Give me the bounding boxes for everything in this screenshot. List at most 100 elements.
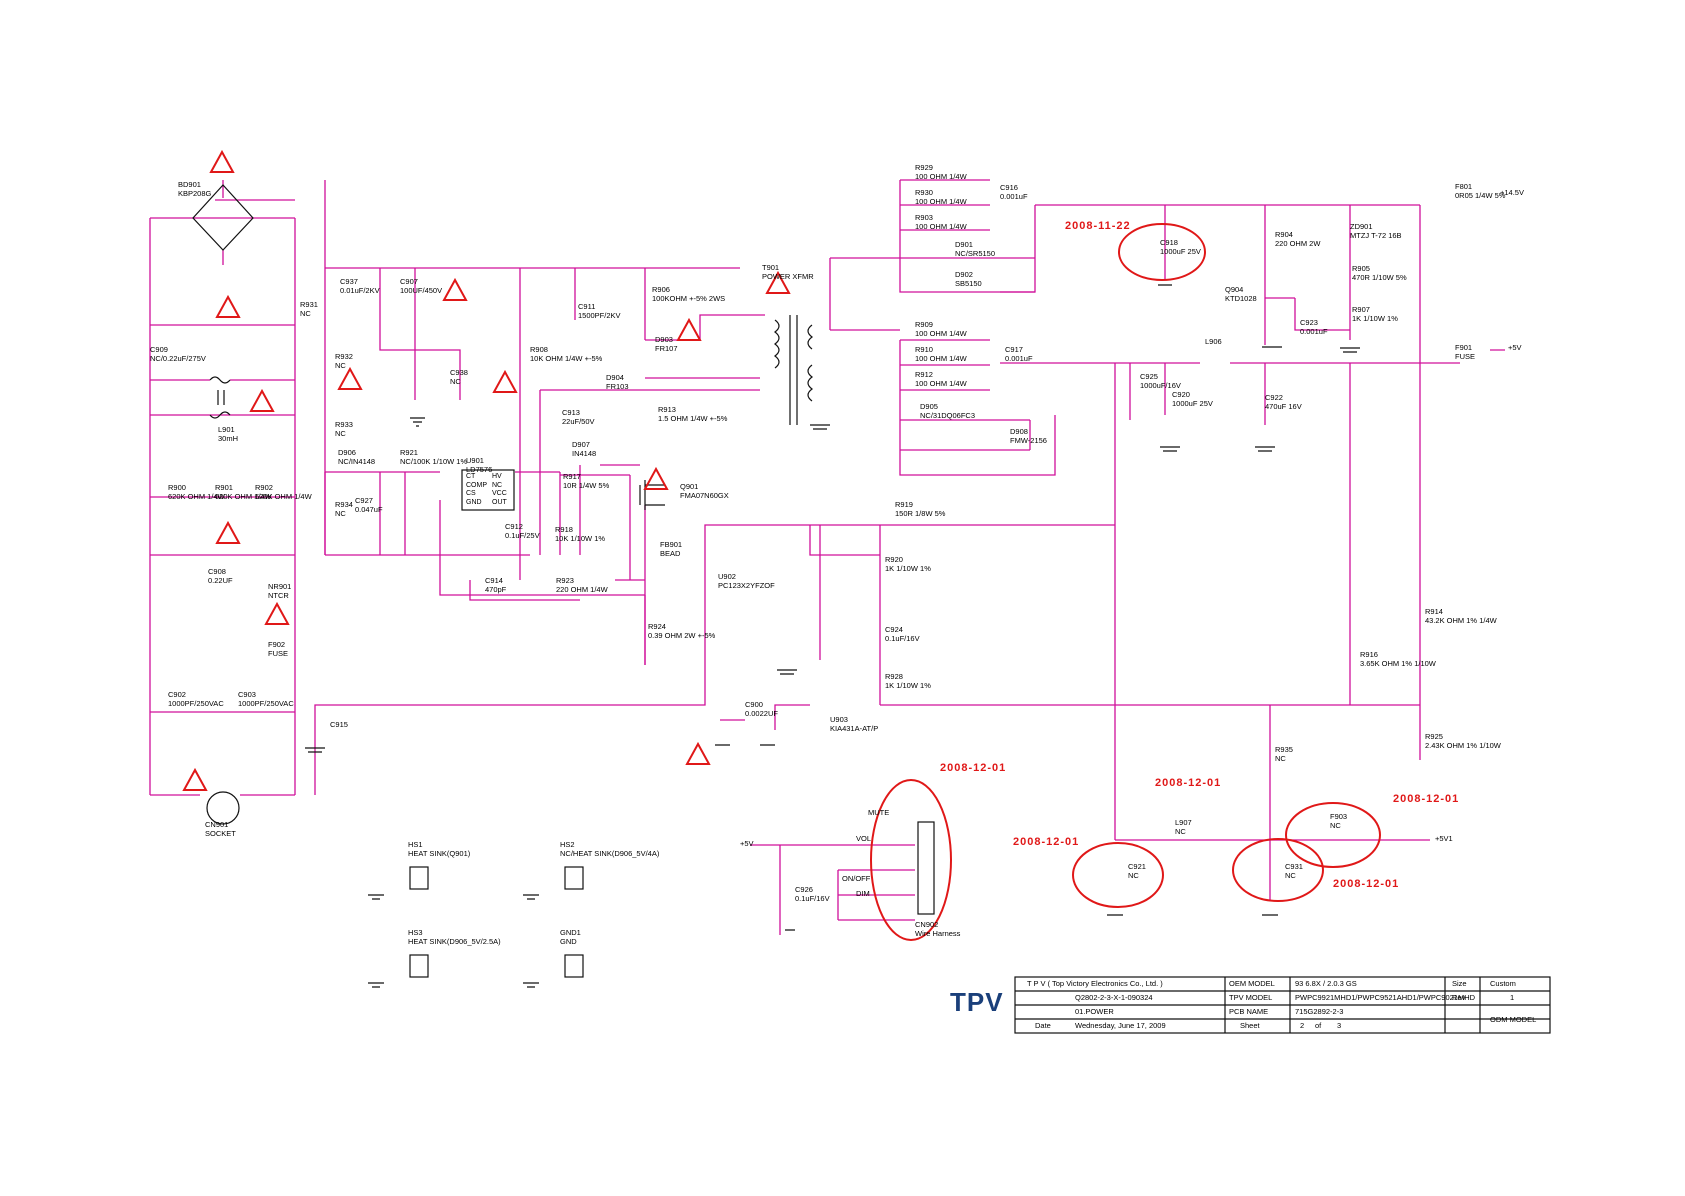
component-value: KBP208G: [178, 189, 212, 198]
component-value: 1K 1/10W 1%: [885, 681, 931, 690]
component-ref: R908: [530, 345, 548, 354]
component-ref: C927: [355, 496, 373, 505]
component-value: FMW-2156: [1010, 436, 1047, 445]
rail-label: +14.5V: [1500, 188, 1524, 197]
odm-model: ODM MODEL: [1490, 1015, 1537, 1024]
component-ref: R933: [335, 420, 353, 429]
component-value: FUSE: [268, 649, 289, 658]
component-value: 470R 1/10W 5%: [1352, 273, 1407, 282]
pin-label: COMP: [466, 481, 487, 489]
component-value: NC/0.22uF/275V: [150, 354, 206, 363]
component-ref: C931: [1285, 862, 1303, 871]
component-value: POWER XFMR: [762, 272, 814, 281]
component-ref: FB901: [660, 540, 683, 549]
sheet-number: 2: [1300, 1021, 1305, 1030]
component-value: 2.43K OHM 1% 1/10W: [1425, 741, 1501, 750]
component-value: 0.0022UF: [745, 709, 778, 718]
component-value: NC: [335, 429, 346, 438]
component-value: NTCR: [268, 591, 289, 600]
component-ref: C902: [168, 690, 186, 699]
component-value: NC: [450, 377, 461, 386]
component-ref: R929: [915, 163, 933, 172]
ic-pins-right: HV NC VCC OUT: [492, 473, 507, 507]
component-value: MTZJ T-72 16B: [1350, 231, 1402, 240]
tpv-model-value: PWPC9921MHD1/PWPC9521AHD1/PWPC9021MHD: [1295, 993, 1476, 1002]
component-ref: D908: [1010, 427, 1028, 436]
annotation-date: 2008-12-01: [1333, 878, 1400, 890]
component-ref: R907: [1352, 305, 1370, 314]
component-label-l906: L906: [1205, 337, 1222, 346]
component-value: FR107: [655, 344, 678, 353]
component-value: NC: [1175, 827, 1186, 836]
component-value: NC: [1330, 821, 1341, 830]
component-ref: R905: [1352, 264, 1370, 273]
component-ref: R923: [556, 576, 574, 585]
component-value: 1000PF/250VAC: [238, 699, 294, 708]
component-value: 43.2K OHM 1% 1/4W: [1425, 616, 1497, 625]
component-value: 470uF 16V: [1265, 402, 1302, 411]
component-value: BEAD: [660, 549, 681, 558]
component-value: 100 OHM 1/4W: [915, 329, 967, 338]
component-value: NC: [1275, 754, 1286, 763]
company-name: T P V ( Top Victory Electronics Co., Ltd…: [1027, 979, 1163, 988]
component-ref: GND1: [560, 928, 581, 937]
date-label: Date: [1035, 1021, 1051, 1030]
component-value: 620K OHM 1/4W: [255, 492, 312, 501]
component-value: 0.1uF/16V: [795, 894, 830, 903]
component-value: 10K OHM 1/4W +-5%: [530, 354, 603, 363]
component-ref: CN902: [915, 920, 939, 929]
annotation-date: 2008-12-01: [940, 762, 1007, 774]
component-ref: R914: [1425, 607, 1443, 616]
component-value: 620K OHM 1/4W: [215, 492, 272, 501]
signal-label: MUTE: [868, 808, 890, 817]
component-value: NC: [300, 309, 311, 318]
component-ref: R918: [555, 525, 573, 534]
rail-label: +5V: [1508, 343, 1522, 352]
revision-marks: [870, 223, 1381, 941]
component-value: 0.22UF: [208, 576, 233, 585]
component-value: 100 OHM 1/4W: [915, 222, 967, 231]
component-value: 10K 1/10W 1%: [555, 534, 606, 543]
ic-pins-left: CT COMP CS GND: [466, 473, 487, 507]
component-value: 0.001uF: [1300, 327, 1328, 336]
pin-label: NC: [492, 481, 503, 489]
component-ref: C938: [450, 368, 468, 377]
component-ref: C900: [745, 700, 763, 709]
component-ref: R920: [885, 555, 903, 564]
component-value: 1.5 OHM 1/4W +-5%: [658, 414, 728, 423]
warning-icons: [182, 149, 791, 791]
annotation-date: 2008-12-01: [1013, 836, 1080, 848]
component-ref: R912: [915, 370, 933, 379]
component-ref: C916: [1000, 183, 1018, 192]
component-ref: C914: [485, 576, 503, 585]
component-value: 220 OHM 2W: [1275, 239, 1321, 248]
component-ref: R924: [648, 622, 666, 631]
component-value: NC: [1285, 871, 1296, 880]
component-ref: D901: [955, 240, 973, 249]
component-ref: R910: [915, 345, 933, 354]
component-value: NC: [1128, 871, 1139, 880]
component-value: 220 OHM 1/4W: [556, 585, 608, 594]
component-value: 100 OHM 1/4W: [915, 379, 967, 388]
component-ref: R904: [1275, 230, 1293, 239]
component-ref: R909: [915, 320, 933, 329]
component-ref: R917: [563, 472, 581, 481]
